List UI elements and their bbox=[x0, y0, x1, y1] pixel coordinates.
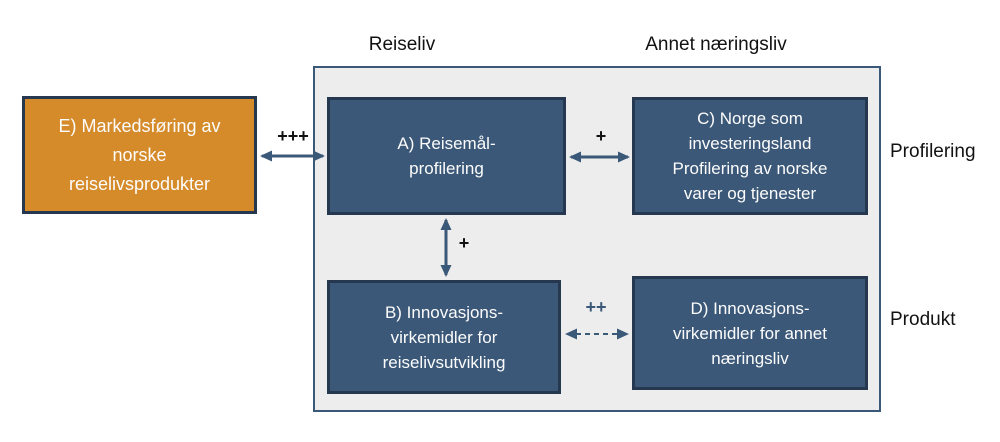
box-b-line: reiselivsutvikling bbox=[382, 352, 506, 372]
box-d-line: D) Innovasjons- bbox=[690, 298, 810, 318]
box-c-line: C) Norge som bbox=[697, 109, 803, 128]
box-a-line: A) Reisemål- bbox=[397, 134, 496, 153]
box-c-line: varer og tjenester bbox=[683, 184, 817, 203]
box-c-norge-som-investeringsland: C) Norge som investeringsland Profilerin… bbox=[632, 97, 868, 215]
box-a-line: profilering bbox=[409, 159, 484, 178]
box-e-line: norske bbox=[112, 144, 167, 165]
box-c-line: investeringsland bbox=[688, 134, 812, 153]
row-label-profilering: Profilering bbox=[890, 141, 976, 162]
box-b-innovasjonsvirkemidler-reiseliv: B) Innovasjons- virkemidler for reiseliv… bbox=[327, 280, 561, 394]
box-d-line: virkemidler for annet bbox=[672, 323, 827, 343]
box-d-line: næringsliv bbox=[711, 348, 789, 368]
box-b-line: B) Innovasjons- bbox=[384, 302, 504, 322]
box-d-innovasjonsvirkemidler-annet: D) Innovasjons- virkemidler for annet næ… bbox=[632, 276, 868, 390]
box-b-line: virkemidler for bbox=[390, 327, 498, 347]
row-label-produkt: Produkt bbox=[890, 309, 956, 330]
box-e-line: E) Markedsføring av bbox=[58, 115, 221, 136]
box-e-markedsforing: E) Markedsføring av norske reiselivsprod… bbox=[22, 96, 257, 214]
box-e-line: reiselivsprodukter bbox=[68, 173, 211, 194]
box-c-line: Profilering av norske bbox=[672, 159, 828, 178]
column-header-reiseliv: Reiseliv bbox=[368, 34, 436, 55]
column-header-annet-naeringsliv: Annet næringsliv bbox=[645, 34, 787, 55]
box-a-reisemaal-profilering: A) Reisemål- profilering bbox=[327, 97, 566, 215]
